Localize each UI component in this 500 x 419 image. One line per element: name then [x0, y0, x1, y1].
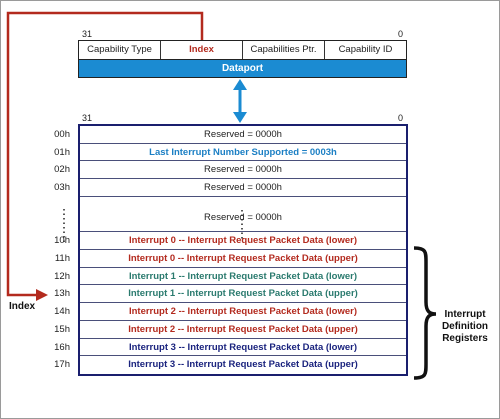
brace-label-line-2: Definition [441, 321, 489, 332]
register-row: Interrupt 3 -- Interrupt Request Packet … [128, 359, 358, 371]
register-row: Interrupt 2 -- Interrupt Request Packet … [80, 321, 406, 339]
index-arrowhead [36, 289, 48, 301]
field-capabilities-ptr: Capabilities Ptr. [243, 41, 325, 59]
index-label: Index [9, 301, 36, 312]
dataport-arrowhead-up [233, 79, 247, 90]
register-offset: 17h [54, 359, 70, 371]
register-table [78, 124, 408, 376]
field-capability-id: Capability ID [338, 44, 393, 55]
register-row: Interrupt 0 -- Interrupt Request Packet … [80, 232, 406, 250]
register-offset: 00h [54, 129, 70, 140]
field-capability-type: Capability Type [79, 41, 161, 59]
register-offset: 16h [54, 341, 70, 353]
register-row: Interrupt 0 -- Interrupt Request Packet … [80, 250, 406, 268]
table-bit-high: 31 [82, 113, 93, 123]
cap-divider [79, 59, 406, 60]
field-index: Index [161, 41, 243, 59]
interrupt-definition-label: Interrupt Definition Registers [433, 309, 497, 345]
table-bit-low: 0 [398, 113, 404, 123]
brace-label-line-3: Registers [442, 333, 488, 344]
register-offset: 02h [54, 164, 70, 176]
register-row: Reserved = 0000h [80, 161, 406, 180]
register-row: Reserved = 0000h [80, 126, 406, 144]
register-offset: 01h [54, 146, 70, 158]
register-row: Interrupt 2 -- Interrupt Request Packet … [80, 303, 406, 321]
brace-label-line-1: Interrupt [444, 309, 486, 320]
register-row: Interrupt 1 -- Interrupt Request Packet … [80, 268, 406, 286]
dataport-field: Dataport [79, 60, 406, 77]
register-row: Interrupt 1 -- Interrupt Request Packet … [80, 285, 406, 304]
register-offset: 14h [54, 306, 70, 318]
register-row: Last Interrupt Number Supported = 0003h [80, 144, 406, 162]
index-arrow-line [6, 11, 204, 297]
register-offset: 13h [54, 288, 70, 300]
register-row: Reserved = 0000h [80, 197, 406, 233]
register-offset: 11h [54, 253, 70, 264]
register-row: Reserved = 0000h [80, 179, 406, 197]
register-offset: 12h [54, 270, 70, 282]
cap-bit-low: 0 [398, 29, 404, 39]
cap-bit-high: 31 [82, 29, 93, 39]
interrupt-brace [413, 246, 437, 380]
register-row: Interrupt 3 -- Interrupt Request Packet … [80, 339, 406, 357]
register-offset: 10h [54, 235, 70, 247]
register-offset: 15h [54, 323, 70, 335]
register-offset: 03h [54, 182, 70, 194]
dataport-arrowhead-down [233, 112, 247, 123]
